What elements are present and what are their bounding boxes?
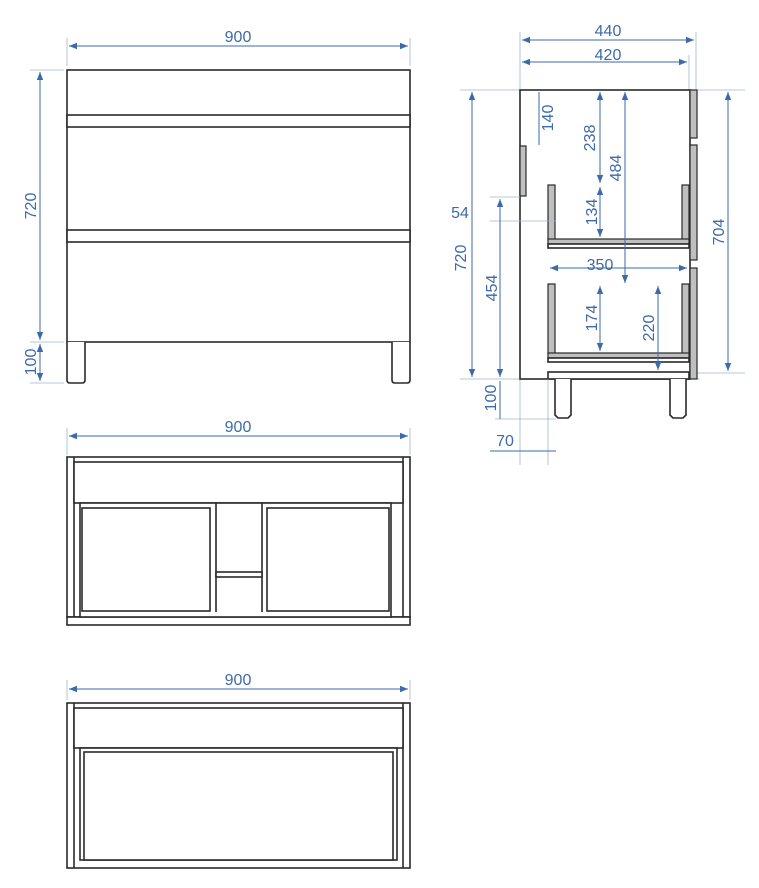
front-view: 900 720 100: [23, 29, 411, 384]
back-height-label: 704: [711, 219, 728, 246]
leg: [391, 342, 411, 384]
top-view-2: 900: [66, 672, 411, 869]
top-view-1: 900: [66, 419, 411, 626]
leg: [669, 379, 687, 419]
upper-clearance-label: 238: [582, 125, 599, 152]
leg: [66, 342, 86, 384]
side-section-view: 440 420 720 140 238 484 134 54: [451, 23, 745, 465]
drawer-gap: [66, 114, 411, 128]
lower-top-label: 454: [484, 275, 501, 302]
top-gap-label: 140: [540, 105, 557, 132]
handle-offset-label: 54: [451, 205, 469, 222]
cabinet-body: [66, 69, 411, 343]
drawer-depth-label: 350: [587, 257, 614, 274]
lower-clearance-label: 220: [641, 315, 658, 342]
depth-total-label: 440: [595, 23, 622, 40]
height-label: 720: [23, 193, 40, 220]
depth-body-label: 420: [595, 47, 622, 64]
drawer-gap: [66, 229, 411, 243]
width-label: 900: [225, 672, 252, 689]
lower-drawer-label: 174: [584, 305, 601, 332]
height-label: 720: [453, 245, 470, 272]
upper-drawer-label: 134: [584, 199, 601, 226]
upper-to-lower-label: 484: [608, 155, 625, 182]
legs-label: 100: [23, 349, 40, 376]
width-label: 900: [225, 29, 252, 46]
width-label: 900: [225, 419, 252, 436]
front-setback-label: 70: [496, 433, 514, 450]
legs-label: 100: [483, 385, 500, 412]
leg: [554, 379, 572, 419]
